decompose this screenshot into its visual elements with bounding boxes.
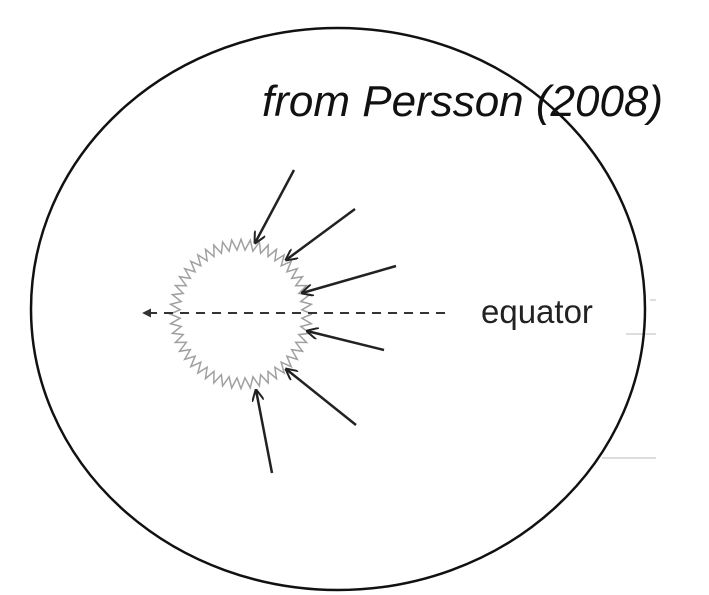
- arrow-icon: [302, 264, 397, 293]
- caption: from Persson (2008): [262, 77, 663, 126]
- arrow-icon: [286, 369, 357, 426]
- arrow-icon: [286, 207, 356, 260]
- equator-label: equator: [481, 293, 593, 330]
- arrow-icon: [256, 390, 274, 474]
- arrow-icon: [255, 169, 296, 243]
- wavy-ring: [168, 237, 314, 391]
- arrow-icon: [307, 331, 385, 352]
- inflow-arrows: [255, 169, 397, 474]
- planet-outline: [29, 26, 647, 592]
